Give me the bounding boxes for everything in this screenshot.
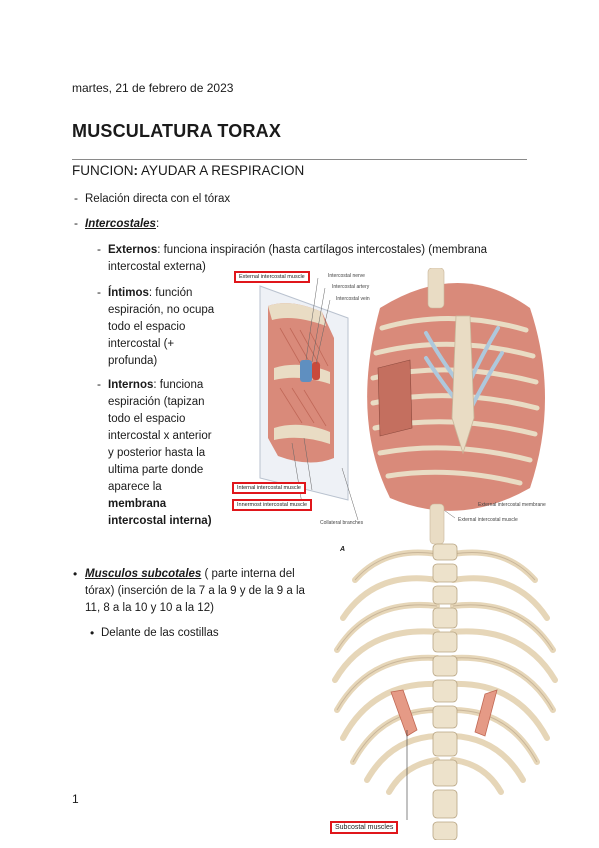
dash-bullet: - xyxy=(74,216,78,230)
subcostales-heading: Musculos subcotales xyxy=(85,568,202,580)
intimos-line: profunda) xyxy=(108,355,158,367)
bullet-relacion: Relación directa con el tórax xyxy=(85,193,231,205)
title-divider xyxy=(72,159,527,160)
internos-line: : funciona xyxy=(153,379,204,391)
page-number: 1 xyxy=(72,792,79,806)
intimos-line: todo el espacio xyxy=(108,321,186,333)
internos-bold-line: membrana xyxy=(108,498,167,510)
subtitle-prefix: FUNCION xyxy=(72,163,134,178)
intimos-line: intercostal (+ xyxy=(108,338,175,350)
externos-line-1: : funciona inspiración (hasta cartílagos… xyxy=(157,244,488,256)
intercostal-illustration xyxy=(259,267,545,545)
label-subcostal-muscles: Subcostal muscles xyxy=(330,821,399,834)
internos-line: todo el espacio xyxy=(108,413,186,425)
externos-heading: Externos xyxy=(108,244,158,256)
label-internal-intercostal-muscle: Internal intercostal muscle xyxy=(232,482,306,494)
label-intercostal-vein: Intercostal vein xyxy=(336,296,370,302)
bullet-dot: • xyxy=(73,567,78,581)
internos-line: intercostal x anterior xyxy=(108,430,212,442)
internos-line: aparece la xyxy=(108,481,162,493)
subtitle-rest: AYUDAR A RESPIRACION xyxy=(138,163,305,178)
bullet-intercostales: Intercostales: xyxy=(85,216,159,233)
bullet-subcostales: Musculos subcotales ( parte interna del … xyxy=(85,566,325,617)
externos-line-2: intercostal externa) xyxy=(108,261,206,273)
subcostales-line: ( parte interna del xyxy=(201,568,295,580)
bullet-dot: • xyxy=(90,626,95,640)
label-innermost-intercostal-muscle: Innermost intercostal muscle xyxy=(232,499,312,511)
label-external-intercostal-muscle: External intercostal muscle xyxy=(234,271,310,283)
label-collateral-branches: Collateral branches xyxy=(320,520,364,526)
page-title: MUSCULATURA TORAX xyxy=(72,121,282,141)
intimos-line: : función xyxy=(148,287,193,299)
intimos-line: espiración, no ocupa xyxy=(108,304,215,316)
dash-bullet: - xyxy=(97,285,101,299)
document-date: martes, 21 de febrero de 2023 xyxy=(72,81,234,95)
label-intercostal-artery: Intercostal artery xyxy=(332,284,370,290)
dash-bullet: - xyxy=(74,191,78,205)
ribcage-posterior-illustration xyxy=(332,543,558,841)
panel-letter: A xyxy=(340,546,346,553)
subcostales-line: 11, 8 a la 10 y 10 a la 12) xyxy=(85,602,214,614)
intercostal-figure: External intercostal muscle Intercostal … xyxy=(230,267,560,558)
bullet-internos: Internos: funciona espiración (tapizan t… xyxy=(108,377,238,530)
internos-line: y posterior hasta la xyxy=(108,447,206,459)
label-external-intercostal-muscle-2: External intercostal muscle xyxy=(458,517,518,523)
label-intercostal-nerve: Intercostal nerve xyxy=(328,273,365,279)
internos-line: ultima parte donde xyxy=(108,464,204,476)
internos-heading: Internos xyxy=(108,379,154,391)
section-subtitle: FUNCION: AYUDAR A RESPIRACION xyxy=(72,163,304,178)
subcostal-figure: Subcostal muscles xyxy=(325,540,565,841)
subtitle-colon: : xyxy=(133,163,139,178)
internos-line: espiración (tapizan xyxy=(108,396,205,408)
bullet-externos: Externos: funciona inspiración (hasta ca… xyxy=(108,242,528,276)
intimos-heading: Íntimos xyxy=(108,287,149,299)
bullet-intimos: Íntimos: función espiración, no ocupa to… xyxy=(108,285,238,370)
subcostales-line: tórax) (inserción de la 7 a la 9 y de la… xyxy=(85,585,305,597)
dash-bullet: - xyxy=(97,242,101,256)
dash-bullet: - xyxy=(97,377,101,391)
internos-bold-line: intercostal interna) xyxy=(108,515,212,527)
bullet-delante: Delante de las costillas xyxy=(101,627,219,639)
intercostales-colon: : xyxy=(155,218,160,230)
intercostales-heading: Intercostales xyxy=(85,218,156,230)
label-external-intercostal-membrane: External intercostal membrane xyxy=(478,502,546,508)
